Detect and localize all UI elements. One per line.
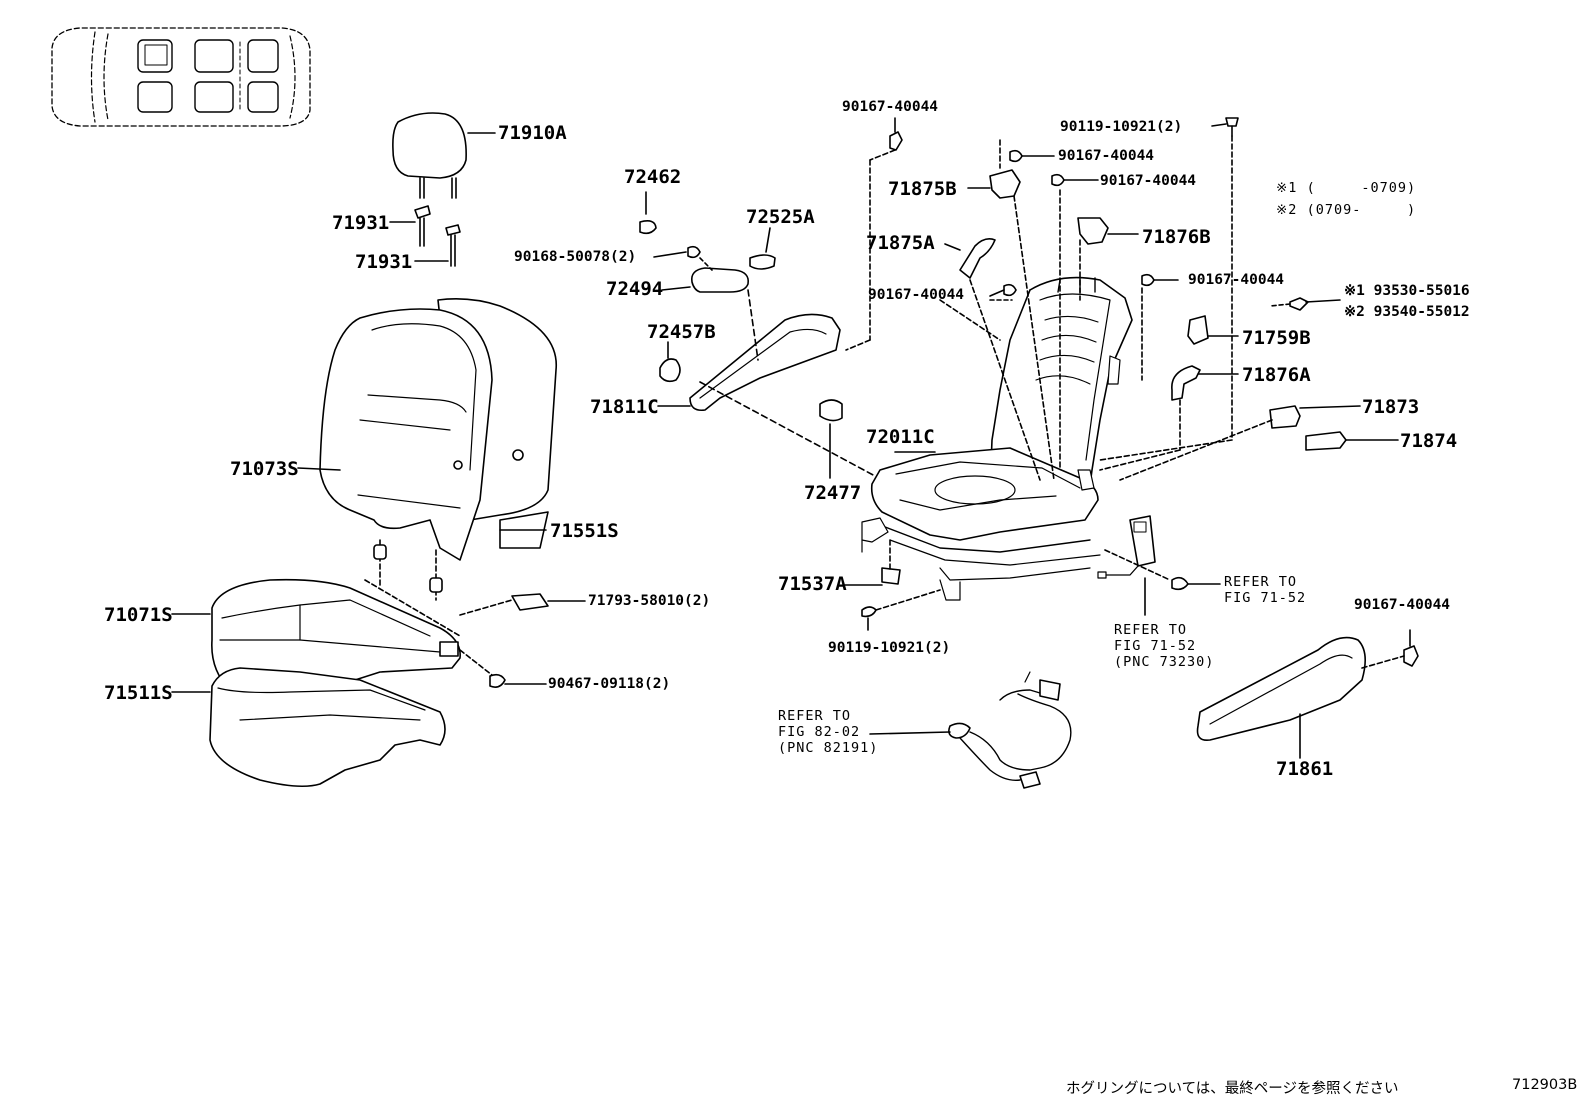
- part-label-72011C[interactable]: 72011C: [866, 426, 935, 448]
- part-label-72457B[interactable]: 72457B: [647, 321, 716, 343]
- part-label-90119-10921-bottom[interactable]: 90119-10921(2): [828, 640, 951, 656]
- part-label-72462[interactable]: 72462: [624, 166, 682, 188]
- brackets-71875-71876: [845, 117, 1239, 481]
- part-label-90467-09118[interactable]: 90467-09118(2): [548, 676, 671, 692]
- part-label-72494[interactable]: 72494: [606, 278, 664, 300]
- part-label-71931-upper[interactable]: 71931: [332, 212, 390, 234]
- part-label-71875A[interactable]: 71875A: [866, 232, 935, 254]
- clip-71793: [459, 593, 586, 616]
- headrest-71910A: [392, 112, 496, 199]
- side-shield-71861: [1196, 629, 1419, 759]
- part-label-90167-40044-mid[interactable]: 90167-40044: [868, 287, 965, 303]
- right-side-parts: [1099, 273, 1399, 481]
- part-label-90168-50078[interactable]: 90168-50078(2): [514, 249, 637, 265]
- part-label-71793-58010[interactable]: 71793-58010(2): [588, 593, 711, 609]
- vehicle-locator-icon: [51, 27, 311, 127]
- note-applicability-1: ※1 ( -0709): [1276, 180, 1417, 196]
- reference-fig-71-52-a[interactable]: REFER TO FIG 71-52: [1224, 574, 1307, 606]
- part-label-90167-40044-r3[interactable]: 90167-40044: [1188, 272, 1285, 288]
- recliner-lever-group: [639, 191, 876, 479]
- part-label-72477[interactable]: 72477: [804, 482, 862, 504]
- part-label-93530-55016[interactable]: ※1 93530-55016: [1344, 283, 1470, 299]
- wire-harness: [869, 671, 1072, 789]
- part-label-71537A[interactable]: 71537A: [778, 573, 847, 595]
- footer-figure-code: 712903B: [1512, 1077, 1578, 1093]
- part-label-71931-lower[interactable]: 71931: [355, 251, 413, 273]
- part-label-71759B[interactable]: 71759B: [1242, 327, 1311, 349]
- footer-hog-ring-note: ホグリングについては、最終ページを参照ください: [1066, 1081, 1399, 1097]
- reference-fig-71-52-b[interactable]: REFER TO FIG 71-52 (PNC 73230): [1114, 622, 1215, 670]
- part-label-71874[interactable]: 71874: [1400, 430, 1458, 452]
- part-label-93540-55012[interactable]: ※2 93540-55012: [1344, 304, 1470, 320]
- part-label-71861[interactable]: 71861: [1276, 758, 1334, 780]
- part-label-71073S[interactable]: 71073S: [230, 458, 299, 480]
- part-label-71876A[interactable]: 71876A: [1242, 364, 1311, 386]
- part-label-71873[interactable]: 71873: [1362, 396, 1420, 418]
- part-label-90167-40044-top[interactable]: 90167-40044: [842, 99, 939, 115]
- part-label-90167-40044-r4[interactable]: 90167-40044: [1354, 597, 1451, 613]
- seat-cushion-71071S-71511S: [171, 578, 547, 788]
- part-label-71811C[interactable]: 71811C: [590, 396, 659, 418]
- part-label-90167-40044-r2[interactable]: 90167-40044: [1100, 173, 1197, 189]
- part-label-71910A[interactable]: 71910A: [498, 122, 567, 144]
- part-label-90119-10921-top[interactable]: 90119-10921(2): [1060, 119, 1183, 135]
- reference-fig-82-02[interactable]: REFER TO FIG 82-02 (PNC 82191): [778, 708, 879, 756]
- seat-frame-72011C: [844, 276, 1133, 631]
- part-label-71511S[interactable]: 71511S: [104, 682, 173, 704]
- headrest-support-71931: [389, 205, 461, 267]
- seatback-cover-71073S: [297, 298, 557, 601]
- part-label-71551S[interactable]: 71551S: [550, 520, 619, 542]
- part-label-72525A[interactable]: 72525A: [746, 206, 815, 228]
- part-label-90167-40044-r1[interactable]: 90167-40044: [1058, 148, 1155, 164]
- note-applicability-2: ※2 (0709- ): [1276, 202, 1417, 218]
- part-label-71875B[interactable]: 71875B: [888, 178, 957, 200]
- part-label-71071S[interactable]: 71071S: [104, 604, 173, 626]
- part-label-71876B[interactable]: 71876B: [1142, 226, 1211, 248]
- seatbelt-buckle: [1097, 515, 1221, 616]
